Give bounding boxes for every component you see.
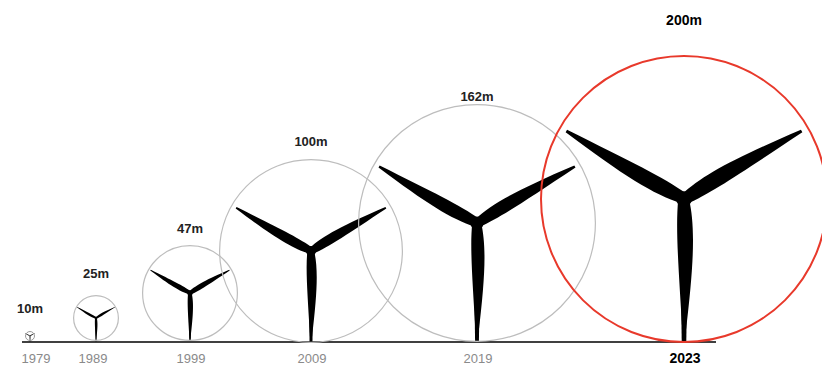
circle-outline [358,104,596,342]
rotor-circle: 200m [540,55,822,343]
diameter-label: 200m [666,13,702,27]
turbine [562,123,805,342]
diameter-label: 100m [294,135,327,148]
circle-outline [219,159,403,343]
baseline [22,341,716,343]
year-label: 2009 [296,352,329,365]
rotor-circle: 47m [142,245,238,341]
diameter-label: 10m [17,302,43,315]
circle-outline [25,331,35,341]
circle-outline [540,55,822,343]
year-label: 1979 [20,352,53,365]
turbine [233,203,388,342]
year-label: 2019 [462,352,495,365]
circle-outline [73,295,119,341]
rotor-circle: 162m [358,104,596,342]
diameter-label: 25m [83,267,109,280]
year-label: 1999 [175,352,208,365]
rotor-circle: 10m [25,331,35,341]
diameter-label: 47m [177,222,203,235]
diameter-label: 162m [460,90,493,103]
year-label: 2023 [667,351,702,365]
year-label: 1989 [77,352,110,365]
rotor-circle: 25m [73,295,119,341]
rotor-circle: 100m [219,159,403,343]
circle-outline [142,245,238,341]
turbine [375,160,577,342]
